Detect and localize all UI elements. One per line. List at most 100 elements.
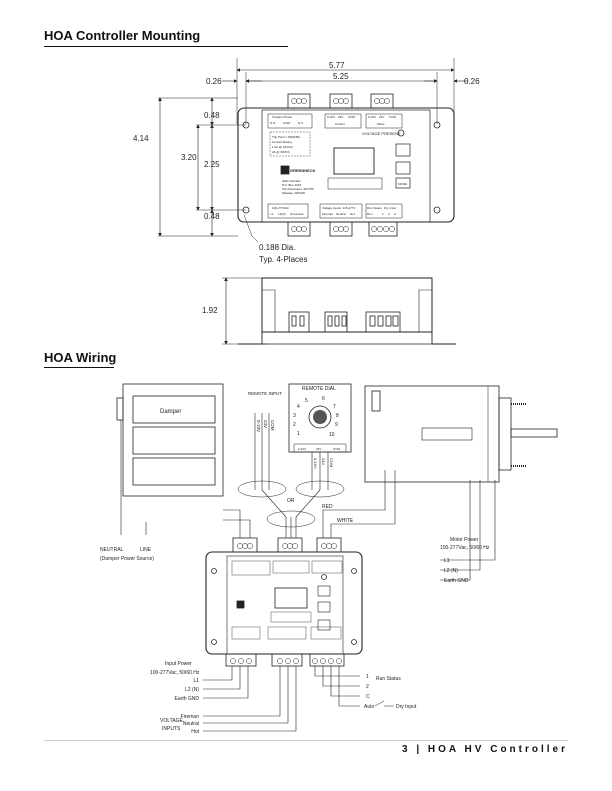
footer-rule xyxy=(44,740,568,741)
svg-text:Fireman: Fireman xyxy=(322,212,333,216)
dim-middle: 2.25 xyxy=(204,160,220,169)
svg-text:Hot: Hot xyxy=(191,729,199,735)
wiring-controller-terminals xyxy=(230,543,342,664)
svg-text:24V: 24V xyxy=(338,115,343,119)
damper-power-label: (Damper Power Source) xyxy=(100,556,154,562)
mounting-top-view xyxy=(158,58,468,243)
svg-text:2: 2 xyxy=(388,212,390,216)
svg-text:Wausau, WI5445: Wausau, WI5445 xyxy=(282,191,305,195)
dim-right-offset: 0.26 xyxy=(464,77,480,86)
svg-text:0-10V: 0-10V xyxy=(313,458,318,469)
svg-text:24V: 24V xyxy=(321,458,326,465)
run-status-label: Run Status xyxy=(376,676,401,682)
device-labels-top: Outdoor Power N.O. COM N.C. 0-10V 24V CO… xyxy=(270,115,407,216)
remote-dial: REMOTE DIAL 1 2 3 4 5 6 7 8 9 10 0-10V 2… xyxy=(288,383,352,469)
svg-text:VOLTAGE PRESENT: VOLTAGE PRESENT xyxy=(362,131,401,136)
svg-text:VOLTAGE: VOLTAGE xyxy=(160,718,184,724)
dim-overall-height: 4.14 xyxy=(133,134,149,143)
svg-text:10: 10 xyxy=(329,432,335,438)
svg-text:COM: COM xyxy=(283,121,291,125)
svg-text:L2(N): L2(N) xyxy=(278,212,286,216)
wiring-controller xyxy=(205,537,363,667)
dim-bottom-offset: 0.48 xyxy=(204,212,220,221)
svg-text:1: 1 xyxy=(366,674,369,680)
svg-text:Earth GND: Earth GND xyxy=(175,696,200,702)
svg-text:L2 (N): L2 (N) xyxy=(444,568,458,574)
svg-text:9: 9 xyxy=(335,422,338,428)
dim-depth: 1.92 xyxy=(202,306,218,315)
hole-dia-label: 0.188 Dia. xyxy=(259,243,295,252)
svg-text:2: 2 xyxy=(293,422,296,428)
svg-text:Neutral: Neutral xyxy=(336,212,346,216)
motor xyxy=(364,385,558,483)
svg-text:0-10V: 0-10V xyxy=(327,115,335,119)
svg-text:N.O.: N.O. xyxy=(270,121,276,125)
svg-text:Outdoor Power: Outdoor Power xyxy=(272,115,292,119)
neutral-label: NEUTRAL xyxy=(100,547,124,553)
svg-text:C: C xyxy=(366,694,370,700)
mounting-title-underline xyxy=(44,46,288,48)
white-wire-label: WHITE xyxy=(337,518,354,524)
svg-text:COM: COM xyxy=(270,420,275,431)
svg-text:REMOTE INPUT: REMOTE INPUT xyxy=(248,391,282,396)
mounting-terminals xyxy=(291,98,395,232)
motor-power-title: Motor Power xyxy=(450,537,479,543)
svg-text:MODE: MODE xyxy=(398,182,407,186)
svg-text:Port Rochester, 997785: Port Rochester, 997785 xyxy=(282,187,314,191)
page-number: 3 xyxy=(402,744,411,755)
svg-text:0-10V: 0-10V xyxy=(298,447,306,451)
wiring-lines xyxy=(120,413,496,732)
svg-text:Auto: Auto xyxy=(364,704,375,710)
control-oval xyxy=(266,510,316,528)
svg-text:COM: COM xyxy=(329,458,334,467)
svg-text:6: 6 xyxy=(322,396,325,402)
dim-inner-width: 5.25 xyxy=(333,72,349,81)
remote-input-labels: REMOTE INPUT 0-10V 24V COM xyxy=(248,391,282,432)
svg-text:Motor: Motor xyxy=(377,122,385,126)
dry-input-switch-icon xyxy=(374,700,394,707)
svg-text:Wall Colorado: Wall Colorado xyxy=(282,179,301,183)
svg-text:Run Status: Run Status xyxy=(367,206,382,210)
footer-title: HOA HV Controller xyxy=(427,744,568,755)
wiring-labels: OR RED WHITE NEUTRAL LINE (Damper Power … xyxy=(100,498,490,735)
svg-text:0-10V: 0-10V xyxy=(368,115,376,119)
svg-text:2: 2 xyxy=(366,684,369,690)
remote-input-oval xyxy=(237,480,287,498)
red-wire-label: RED xyxy=(322,504,333,510)
svg-text:8: 8 xyxy=(336,413,339,419)
svg-text:3: 3 xyxy=(293,413,296,419)
svg-text:L2 (N): L2 (N) xyxy=(185,687,199,693)
dim-overall-width: 5.77 xyxy=(329,61,345,70)
mounting-dim-labels: 5.77 5.25 0.26 0.26 4.14 3.20 0.48 2.25 … xyxy=(133,61,480,264)
wiring-title-underline xyxy=(44,367,114,369)
svg-text:L1: L1 xyxy=(444,558,450,564)
svg-text:1: 1 xyxy=(297,431,300,437)
svg-text:P.O. Box 4015: P.O. Box 4015 xyxy=(282,183,301,187)
svg-text:24V: 24V xyxy=(316,447,321,451)
svg-text:24V: 24V xyxy=(263,420,268,428)
mounting-title: HOA Controller Mounting xyxy=(44,28,201,43)
or-label: OR xyxy=(287,498,295,504)
svg-text:GREENHECK: GREENHECK xyxy=(290,168,316,173)
svg-text:N.C.: N.C. xyxy=(298,121,304,125)
svg-text:COM: COM xyxy=(348,115,356,119)
mounting-side-view xyxy=(222,277,456,345)
svg-text:Neutral: Neutral xyxy=(183,721,199,727)
dim-inner-height: 3.20 xyxy=(181,153,197,162)
dim-left-offset: 0.26 xyxy=(206,77,222,86)
wiring-title: HOA Wiring xyxy=(44,350,117,365)
hole-note-label: Typ. 4-Places xyxy=(259,255,307,264)
damper-box xyxy=(116,383,224,497)
remote-dial-label: REMOTE DIAL xyxy=(302,386,336,392)
svg-text:Hot: Hot xyxy=(350,212,355,216)
svg-text:Contact Rating: Contact Rating xyxy=(272,140,292,144)
svg-text:INPUTS: INPUTS xyxy=(162,726,181,732)
remote-dial-oval xyxy=(295,480,345,498)
input-power-spec: 100-277Vac, 50/60 Hz xyxy=(150,670,200,676)
damper-label: Damper xyxy=(160,409,181,415)
svg-text:Run: Run xyxy=(367,212,373,216)
svg-text:COM: COM xyxy=(389,115,397,119)
svg-text:0-10V: 0-10V xyxy=(256,420,261,432)
svg-text:1.0A @ 24VAC/: 1.0A @ 24VAC/ xyxy=(272,145,293,149)
svg-text:Trip Point = 80%FBC: Trip Point = 80%FBC xyxy=(272,135,301,139)
